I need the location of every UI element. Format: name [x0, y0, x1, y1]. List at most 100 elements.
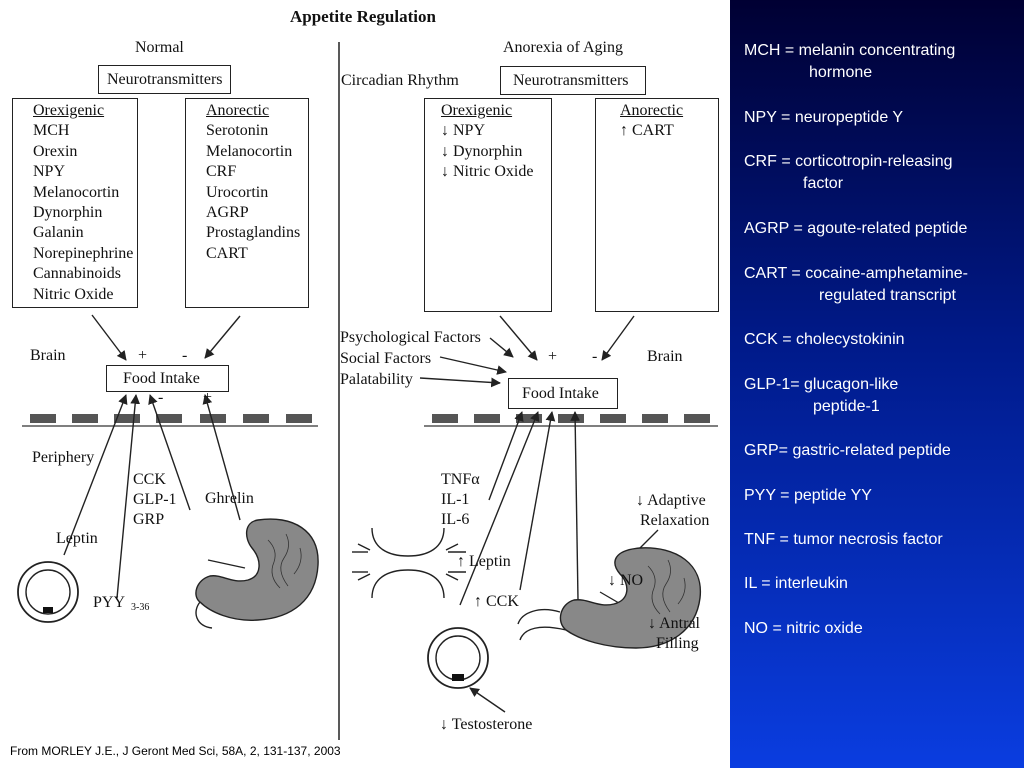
- cck-label: ↑ CCK: [474, 593, 519, 610]
- glossary-line: GRP= gastric-related peptide: [744, 442, 951, 459]
- membrane-left: [30, 414, 312, 423]
- periphery-label: Periphery: [32, 449, 95, 466]
- circadian-rhythm-label: Circadian Rhythm: [341, 72, 459, 89]
- gut-signals-list: CCK GLP-1 GRP: [133, 470, 177, 530]
- list-item: TNFα: [441, 471, 480, 488]
- figure-graphics: [17, 42, 718, 740]
- list-item: Orexin: [33, 142, 78, 160]
- stomach-left: [195, 518, 319, 621]
- list-item: Dynorphin: [33, 204, 103, 222]
- list-item: Nitric Oxide: [33, 285, 114, 303]
- orexigenic-box-right: Orexigenic ↓ NPY ↓ Dynorphin ↓ Nitric Ox…: [424, 98, 552, 312]
- glossary-line: CCK = cholecystokinin: [744, 331, 905, 348]
- figure-title: Appetite Regulation: [290, 7, 436, 26]
- list-item: Psychological Factors: [340, 329, 481, 346]
- list-item: CART: [206, 244, 248, 262]
- glossary-line: CART = cocaine-amphetamine-: [744, 265, 968, 282]
- list-item: CRF: [206, 163, 237, 181]
- list-item: Relaxation: [640, 512, 710, 529]
- list-item: Urocortin: [206, 183, 269, 201]
- glossary-line: peptide-1: [813, 398, 880, 415]
- orexigenic-list-right: Orexigenic ↓ NPY ↓ Dynorphin ↓ Nitric Ox…: [441, 101, 533, 183]
- glossary-line: IL = interleukin: [744, 575, 848, 592]
- normal-heading: Normal: [135, 39, 184, 56]
- list-item: ↓ NPY: [441, 122, 486, 140]
- list-item: Melanocortin: [33, 183, 120, 201]
- list-item: CCK: [133, 471, 166, 488]
- brain-label-right: Brain: [647, 348, 683, 365]
- minus-sign: -: [158, 389, 164, 406]
- list-item: Norepinephrine: [33, 244, 134, 262]
- membrane-right: [432, 414, 710, 423]
- neurotransmitters-box-left: Neurotransmitters: [98, 65, 231, 94]
- list-item: GLP-1: [133, 491, 177, 508]
- list-item: Filling: [656, 635, 699, 652]
- ghrelin-label: Ghrelin: [205, 490, 254, 507]
- appetite-regulation-figure: Appetite Regulation Normal Neurotransmit…: [12, 7, 719, 740]
- leptin-label-left: Leptin: [56, 530, 98, 547]
- plus-sign: +: [203, 389, 213, 406]
- anorectic-heading: Anorectic: [620, 102, 684, 119]
- list-item: ↑ CART: [620, 122, 674, 140]
- list-item: NPY: [33, 163, 66, 181]
- synapse: [352, 527, 466, 599]
- glossary-line: PYY = peptide YY: [744, 487, 872, 504]
- brain-label-left: Brain: [30, 347, 66, 364]
- citation: From MORLEY J.E., J Geront Med Sci, 58A,…: [10, 744, 341, 758]
- factors-list: Psychological Factors Social Factors Pal…: [340, 327, 481, 390]
- list-item: GRP: [133, 511, 165, 528]
- food-intake-box-right: Food Intake: [508, 378, 618, 409]
- list-item: Prostaglandins: [206, 224, 301, 242]
- glossary-line: factor: [803, 175, 844, 192]
- aging-heading: Anorexia of Aging: [503, 39, 623, 56]
- leptin-label-right: ↑ Leptin: [457, 553, 511, 570]
- list-item: IL-1: [441, 491, 470, 508]
- glossary-line: NO = nitric oxide: [744, 620, 863, 637]
- list-item: ↓ Antral: [648, 615, 700, 632]
- list-item: Melanocortin: [206, 142, 293, 160]
- glossary-panel: MCH = melanin concentrating hormone NPY …: [730, 0, 1024, 768]
- anorectic-list-right: Anorectic ↑ CART: [620, 101, 683, 142]
- glossary-line: hormone: [809, 64, 873, 81]
- list-item: ↓ Nitric Oxide: [441, 163, 534, 181]
- list-item: ↓ Dynorphin: [441, 142, 523, 160]
- list-item: Palatability: [340, 371, 413, 388]
- minus-sign: -: [592, 348, 598, 365]
- list-item: IL-6: [441, 511, 470, 528]
- anorectic-box-right: Anorectic ↑ CART: [595, 98, 719, 312]
- plus-sign: +: [548, 348, 558, 365]
- orexigenic-box-left: Orexigenic MCH Orexin NPY Melanocortin D…: [12, 98, 138, 308]
- neurotransmitters-label: Neurotransmitters: [107, 71, 223, 88]
- list-item: Cannabinoids: [33, 265, 121, 283]
- glossary-line: CRF = corticotropin-releasing: [744, 153, 953, 170]
- food-intake-box-left: Food Intake: [106, 365, 229, 392]
- pyy-subscript: 3-36: [131, 602, 150, 613]
- list-item: Serotonin: [206, 122, 269, 140]
- orexigenic-list-left: Orexigenic MCH Orexin NPY Melanocortin D…: [33, 101, 133, 305]
- orexigenic-heading: Orexigenic: [441, 102, 513, 119]
- list-item: Galanin: [33, 224, 84, 242]
- neurotransmitters-box-right: Neurotransmitters: [500, 66, 646, 95]
- cytokines-list: TNFα IL-1 IL-6: [441, 470, 480, 530]
- plus-sign: +: [138, 347, 148, 364]
- glossary-line: GLP-1= glucagon-like: [744, 376, 899, 393]
- list-item: Social Factors: [340, 350, 432, 367]
- antral-filling-label: ↓ Antral Filling: [648, 614, 700, 654]
- neurotransmitters-label: Neurotransmitters: [513, 72, 629, 89]
- no-label: ↓ NO: [608, 572, 644, 589]
- orexigenic-heading: Orexigenic: [33, 102, 105, 119]
- glossary-line: NPY = neuropeptide Y: [744, 109, 904, 126]
- anorectic-heading: Anorectic: [206, 102, 270, 119]
- anorectic-box-left: Anorectic Serotonin Melanocortin CRF Uro…: [185, 98, 309, 308]
- glossary-line: MCH = melanin concentrating: [744, 42, 956, 59]
- glossary-line: TNF = tumor necrosis factor: [744, 531, 943, 548]
- glossary-line: regulated transcript: [819, 287, 956, 304]
- list-item: MCH: [33, 122, 70, 140]
- food-intake-label: Food Intake: [123, 370, 200, 387]
- anorectic-list-left: Anorectic Serotonin Melanocortin CRF Uro…: [206, 101, 300, 264]
- stomach-right: [559, 547, 702, 649]
- testosterone-label: ↓ Testosterone: [440, 716, 533, 733]
- list-item: ↓ Adaptive: [636, 492, 706, 509]
- minus-sign: -: [182, 347, 188, 364]
- list-item: AGRP: [206, 204, 249, 222]
